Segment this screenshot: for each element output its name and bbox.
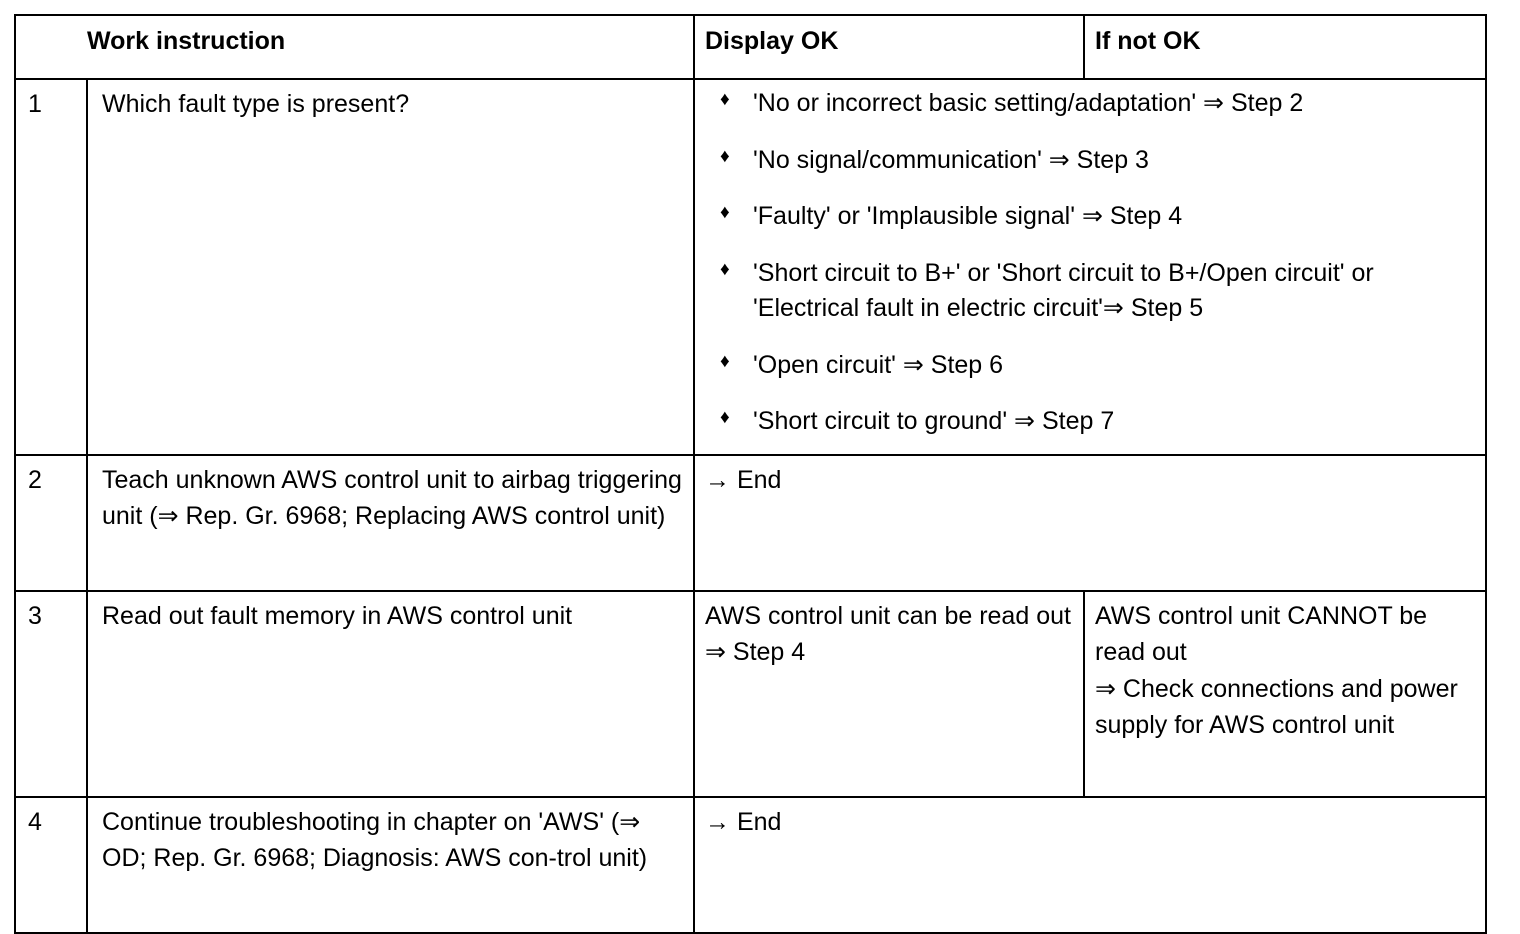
page-root: Work instruction Display OK If not OK 1 …: [14, 14, 1487, 934]
list-item-label: 'Open circuit' ⇒ Step 6: [753, 350, 1004, 379]
list-item: ♦ 'Faulty' or 'Implausible signal' ⇒ Ste…: [705, 199, 1475, 235]
diamond-bullet-icon: ♦: [720, 145, 730, 167]
table-body: 1 Which fault type is present? ♦ 'No or …: [14, 78, 1487, 934]
list-item: ♦ 'Open circuit' ⇒ Step 6: [705, 348, 1475, 384]
list-item-label: 'Faulty' or 'Implausible signal' ⇒ Step …: [753, 202, 1183, 230]
list-item: ♦ 'Short circuit to B+' or 'Short circui…: [705, 256, 1475, 327]
column-header-work-instruction-spacer: [14, 14, 87, 80]
column-header-work-instruction: Work instruction: [87, 14, 695, 80]
display-ok-line: ⇒ Step 4: [705, 638, 806, 666]
header-row: Work instruction Display OK If not OK: [14, 14, 1487, 80]
step-instruction: Read out fault memory in AWS control uni…: [86, 589, 695, 798]
table-row: 4 Continue troubleshooting in chapter on…: [14, 795, 1487, 934]
list-item-label: 'Short circuit to ground' ⇒ Step 7: [753, 407, 1115, 435]
diamond-bullet-icon: ♦: [720, 89, 730, 110]
diamond-bullet-icon: ♦: [720, 202, 730, 223]
step-display-ok: AWS control unit can be read out ⇒ Step …: [693, 589, 1085, 798]
diamond-bullet-icon: ♦: [720, 407, 730, 428]
step-display-ok: ♦ 'No or incorrect basic setting/adaptat…: [693, 78, 1487, 456]
if-not-ok-line: AWS control unit CANNOT be read out: [1095, 601, 1428, 667]
step-display-ok: → End: [693, 453, 1487, 592]
list-item-label: 'No or incorrect basic setting/adaptatio…: [753, 89, 1304, 117]
list-item: ♦ 'No signal/communication' ⇒ Step 3: [705, 143, 1475, 179]
step-if-not-ok: AWS control unit CANNOT be read out ⇒ Ch…: [1083, 589, 1487, 798]
step-number: 3: [14, 589, 88, 798]
step-number: 4: [14, 795, 88, 934]
step-number: 2: [14, 453, 88, 592]
diamond-bullet-icon: ♦: [720, 258, 730, 280]
work-instruction-table: Work instruction Display OK If not OK 1 …: [14, 14, 1487, 934]
step-instruction: Continue troubleshooting in chapter on '…: [86, 795, 695, 934]
step-display-ok: → End: [693, 795, 1487, 934]
list-item: ♦ 'No or incorrect basic setting/adaptat…: [705, 86, 1475, 122]
step-instruction: Which fault type is present?: [86, 78, 695, 456]
diamond-bullet-icon: ♦: [720, 350, 730, 372]
table-row: 2 Teach unknown AWS control unit to airb…: [14, 453, 1487, 592]
fault-type-bullet-list: ♦ 'No or incorrect basic setting/adaptat…: [705, 86, 1475, 440]
list-item-label: 'No signal/communication' ⇒ Step 3: [753, 145, 1149, 174]
step-instruction: Teach unknown AWS control unit to airbag…: [86, 453, 695, 592]
table-row: 3 Read out fault memory in AWS control u…: [14, 589, 1487, 798]
list-item: ♦ 'Short circuit to ground' ⇒ Step 7: [705, 404, 1475, 440]
list-item-label: 'Short circuit to B+' or 'Short circuit …: [753, 258, 1374, 323]
column-header-display-ok: Display OK: [693, 14, 1085, 80]
table-row: 1 Which fault type is present? ♦ 'No or …: [14, 78, 1487, 456]
step-number: 1: [14, 78, 88, 456]
if-not-ok-line: ⇒ Check connections and power supply for…: [1095, 674, 1458, 740]
display-ok-line: AWS control unit can be read out: [705, 601, 1071, 630]
column-header-if-not-ok: If not OK: [1083, 14, 1487, 80]
table-header: Work instruction Display OK If not OK: [14, 14, 1487, 80]
